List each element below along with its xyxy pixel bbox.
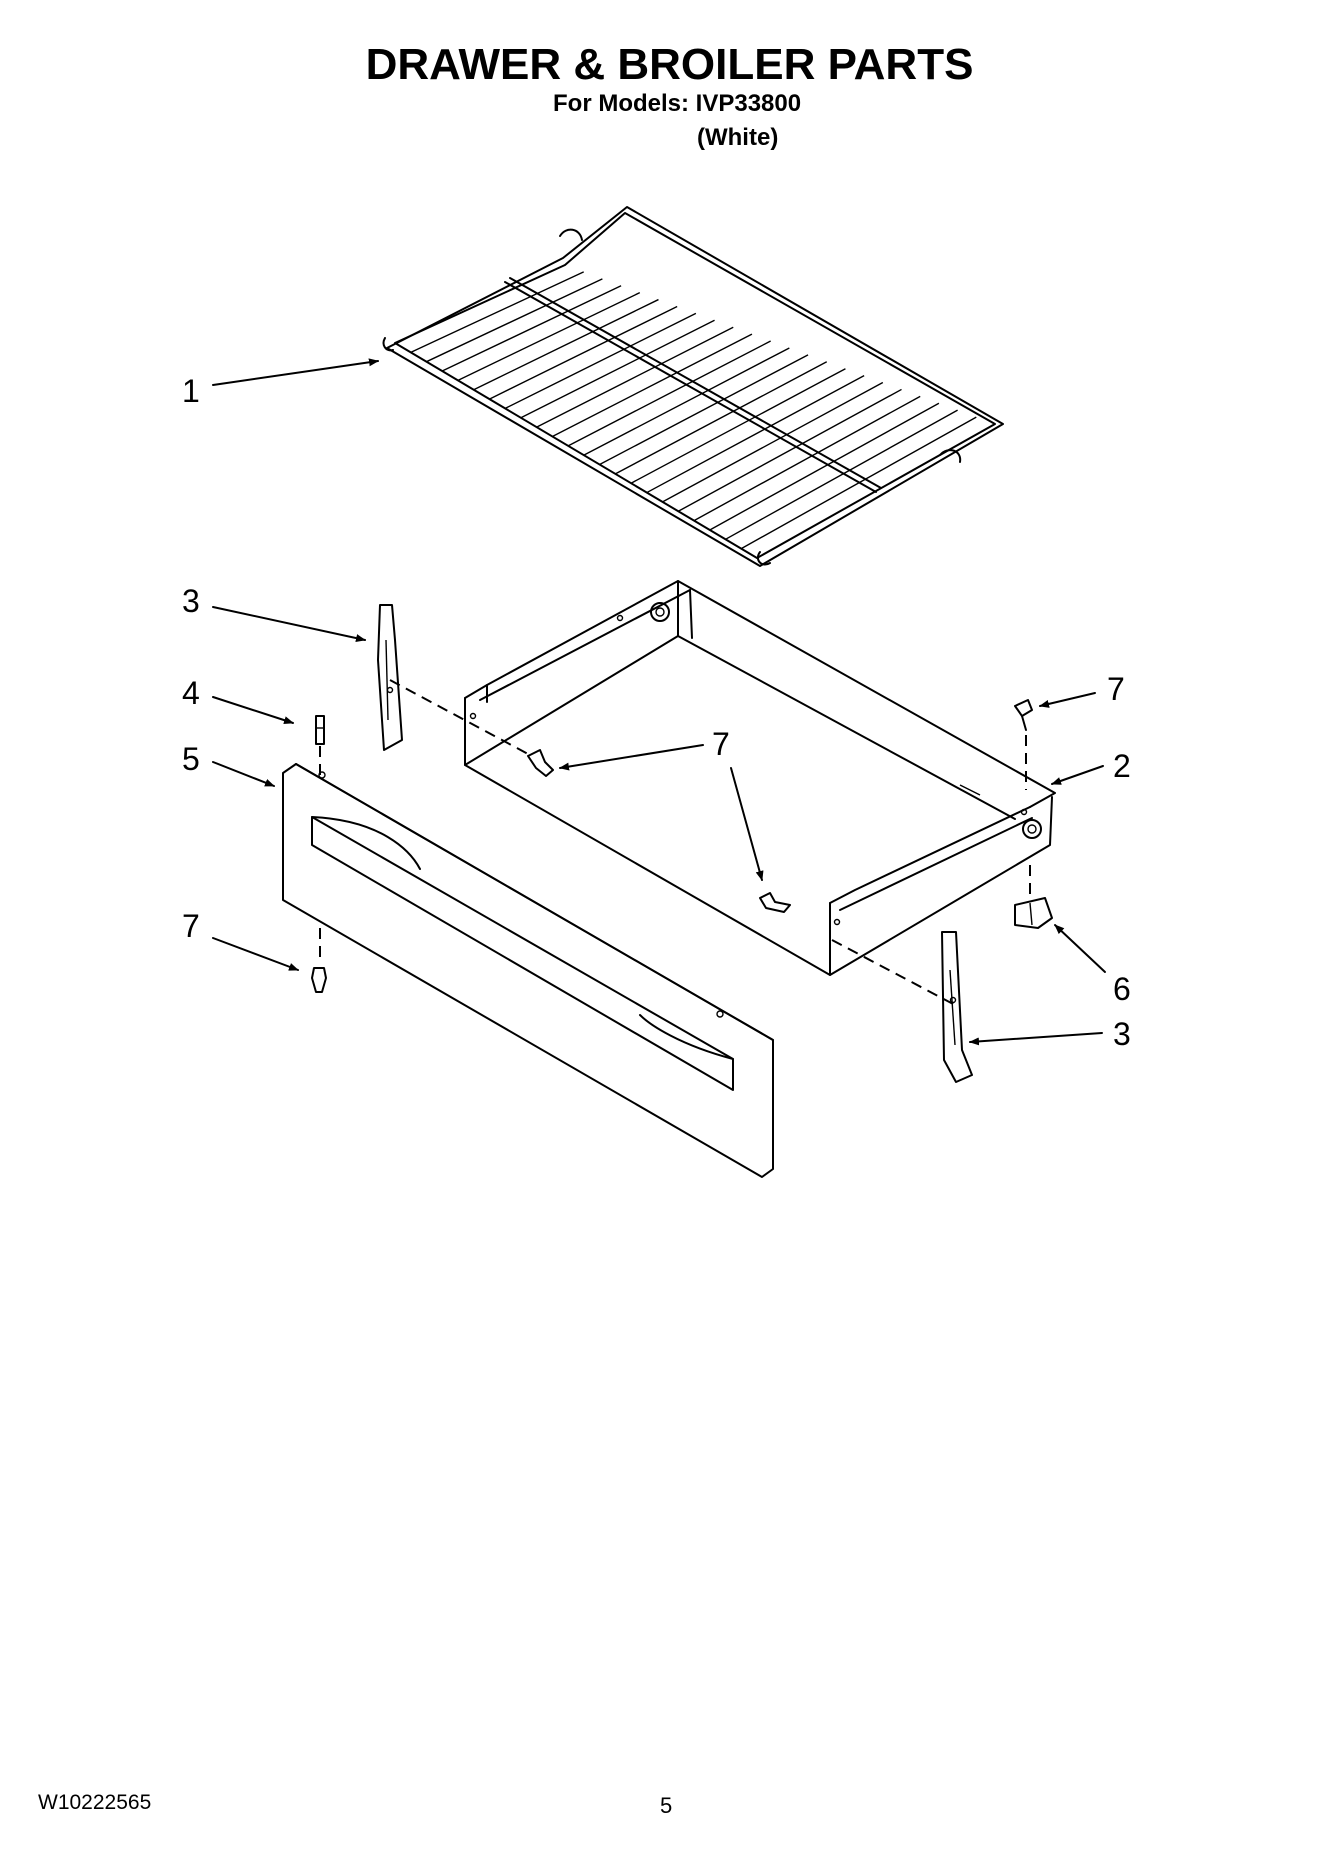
callout-6: 6: [1113, 971, 1131, 1007]
screw-center-left: [527, 749, 554, 777]
callout-3-left: 3: [182, 583, 200, 619]
rack-bar: [504, 312, 697, 410]
rack-bars: [410, 271, 977, 550]
rack-bar: [709, 402, 940, 531]
rack-bar: [567, 340, 771, 447]
leader-3-left: [212, 606, 366, 642]
leader-5: [212, 761, 275, 787]
rack-bar: [520, 319, 715, 419]
stud: [315, 715, 325, 745]
leader-2: [1051, 765, 1104, 785]
broiler-rack: [382, 206, 1004, 567]
assembly-line-glide-right: [831, 939, 956, 1006]
drawer-pan: [464, 580, 1056, 976]
callout-7-center: 7: [712, 726, 730, 762]
callout-7-top-right: 7: [1107, 671, 1125, 707]
rack-bar: [677, 388, 902, 512]
glide-right: [941, 931, 973, 1083]
leader-6: [1054, 924, 1106, 973]
screw-center: [759, 892, 791, 913]
rack-bar: [457, 292, 641, 382]
callout-5: 5: [182, 741, 200, 777]
assembly-line-glide-left: [389, 679, 531, 756]
rack-bar: [630, 368, 846, 484]
rack-bar: [740, 416, 977, 550]
leader-4: [212, 696, 294, 725]
leader-3-right: [969, 1032, 1103, 1046]
callout-4: 4: [182, 675, 200, 711]
rack-bar: [583, 347, 790, 456]
callout-2: 2: [1113, 748, 1131, 784]
rack-bar: [725, 409, 958, 540]
rack-bar: [536, 326, 734, 428]
callout-7-front: 7: [182, 908, 200, 944]
drawer-front: [282, 763, 774, 1178]
leader-1: [212, 358, 379, 386]
rack-bar: [662, 381, 884, 503]
page-number: 5: [660, 1793, 673, 1818]
rack-bar: [599, 354, 809, 466]
page-title: DRAWER & BROILER PARTS: [365, 40, 974, 89]
models-line: For Models: IVP33800: [553, 90, 802, 117]
rack-bar: [489, 305, 678, 400]
rack-bar: [410, 271, 584, 353]
rack-bar: [426, 278, 603, 363]
callout-1: 1: [182, 373, 200, 409]
glide-left: [377, 604, 403, 751]
rack-bar: [693, 395, 921, 522]
rack-bar: [441, 285, 622, 372]
callout-3-right: 3: [1113, 1016, 1131, 1052]
rack-bar: [473, 298, 659, 391]
screw-top-right: [1014, 699, 1033, 731]
document-number: W10222565: [38, 1791, 152, 1814]
leader-7-center: [730, 767, 764, 881]
stop-bracket: [1014, 897, 1053, 929]
leader-7-front: [212, 937, 299, 971]
rack-bar: [646, 374, 865, 494]
leader-7-center-left: [559, 744, 704, 771]
color-line: (White): [697, 124, 779, 151]
leader-7-top-right: [1039, 692, 1096, 708]
rack-bar: [615, 361, 828, 475]
screw-front-bottom: [311, 967, 327, 993]
rack-bar: [552, 333, 753, 438]
